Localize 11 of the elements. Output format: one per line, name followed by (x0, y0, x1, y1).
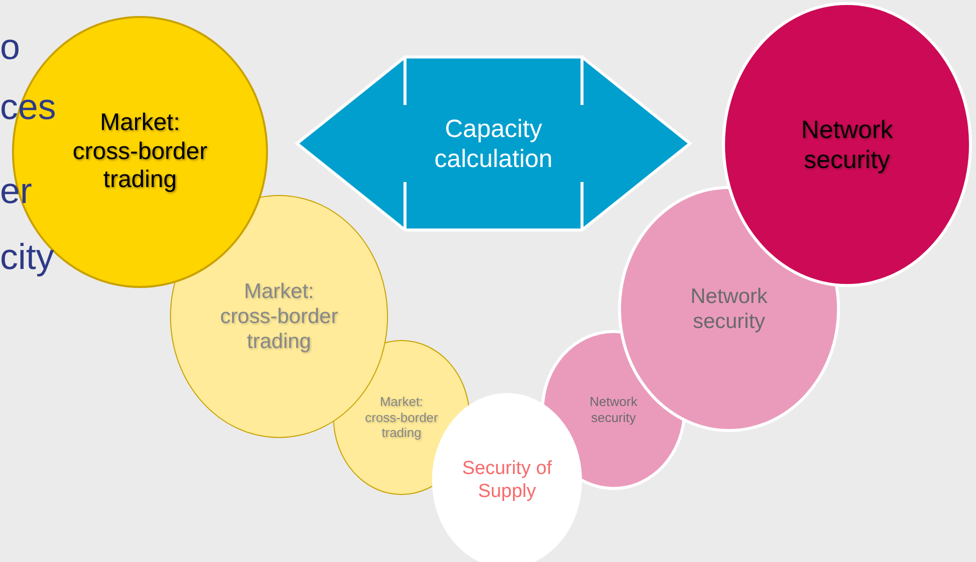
double-arrow-shape (295, 55, 692, 232)
node-label: Network security (588, 394, 638, 426)
node-label: Market: cross-border trading (219, 278, 339, 354)
node-label: Market: cross-border trading (364, 394, 439, 441)
node-label: Market: cross-border trading (72, 108, 208, 196)
node-label: Network security (800, 114, 894, 174)
text-fragment: o (0, 26, 20, 68)
node-label: Security of Supply (461, 458, 553, 504)
node-label: Capacity calculation (433, 114, 554, 174)
node-label: Network security (689, 284, 769, 334)
text-fragment: city (0, 236, 54, 278)
